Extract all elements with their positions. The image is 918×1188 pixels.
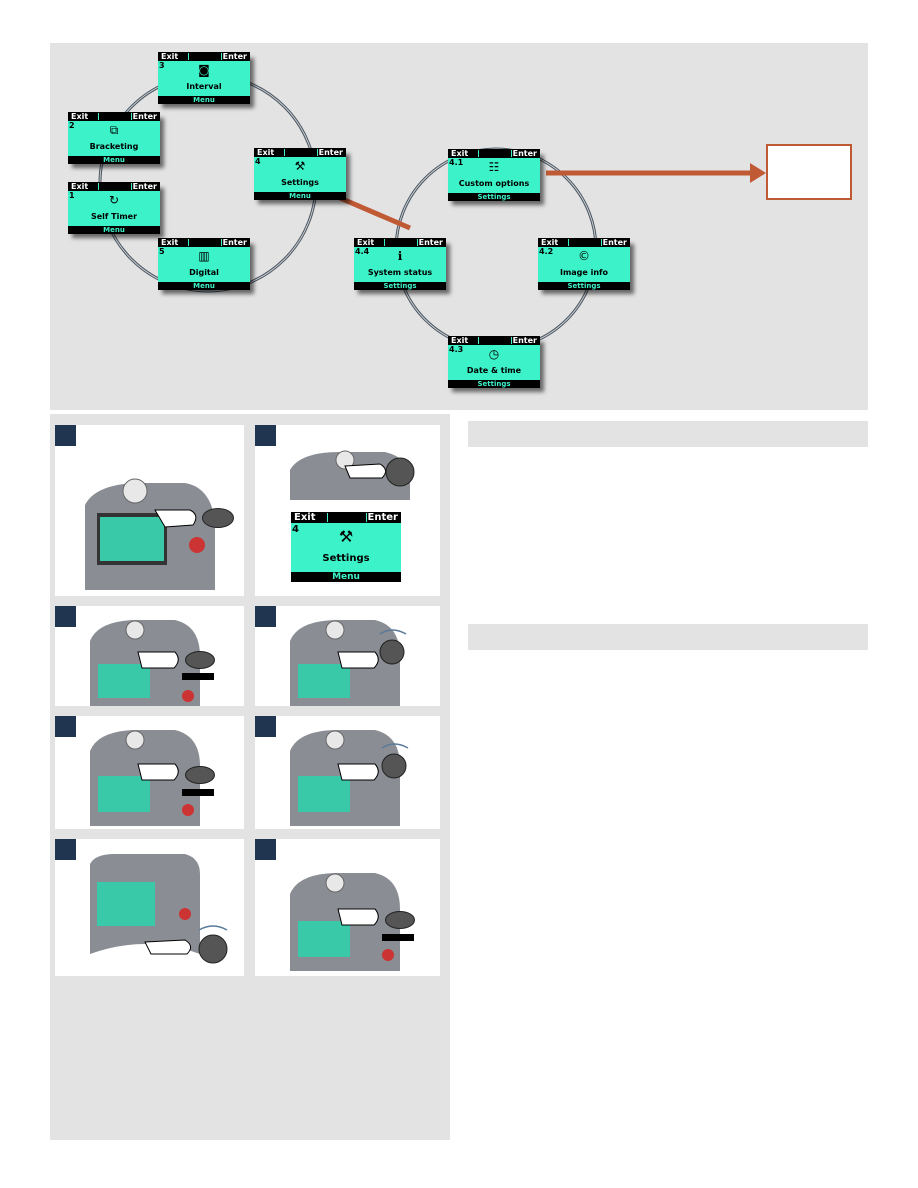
- section-heading-bar-1: [468, 421, 868, 447]
- date-time-icon: ◷: [488, 347, 500, 361]
- settings-icon: ⚒: [338, 527, 354, 546]
- step-badge: [55, 839, 76, 860]
- camera-grip-image: [290, 450, 415, 500]
- camera-grip-image: [90, 620, 200, 706]
- step-1: [55, 425, 244, 596]
- camera-grip-image: [290, 730, 409, 826]
- step-badge: [55, 716, 76, 737]
- interval-icon: ◙: [198, 63, 210, 77]
- button-label: [182, 789, 214, 796]
- step-6: [255, 716, 440, 829]
- step-7: [55, 839, 244, 976]
- camera-grip-image: [290, 873, 400, 971]
- camera-grip-image: [290, 620, 407, 706]
- step-badge: [55, 425, 76, 446]
- button-icon: [185, 766, 215, 784]
- bracketing-icon: ⧉: [109, 123, 119, 137]
- step-4: [255, 606, 440, 706]
- step-3: [55, 606, 244, 706]
- system-status-icon: ℹ: [397, 249, 403, 263]
- image-info-icon: ©: [578, 249, 590, 263]
- button-label: [382, 934, 414, 941]
- camera-grip-image: [90, 854, 228, 964]
- step-badge: [255, 606, 276, 627]
- step-badge: [255, 716, 276, 737]
- digital-icon: ▥: [198, 249, 210, 263]
- button-icon: [185, 651, 215, 669]
- self-timer-icon: ↻: [108, 193, 120, 207]
- step-badge: [255, 839, 276, 860]
- camera-grip-image: [90, 730, 200, 826]
- step-badge: [255, 425, 276, 446]
- button-label: [182, 673, 214, 680]
- camera-grip-image: [85, 478, 215, 590]
- custom-options-icon: ☷: [488, 160, 500, 174]
- target-box: [766, 144, 852, 200]
- settings-icon: ⚒: [294, 159, 306, 173]
- step-8: [255, 839, 440, 976]
- section-heading-bar-2: [468, 624, 868, 650]
- step-badge: [55, 606, 76, 627]
- button-icon: [385, 911, 415, 929]
- step-5: [55, 716, 244, 829]
- button-icon: [202, 508, 234, 528]
